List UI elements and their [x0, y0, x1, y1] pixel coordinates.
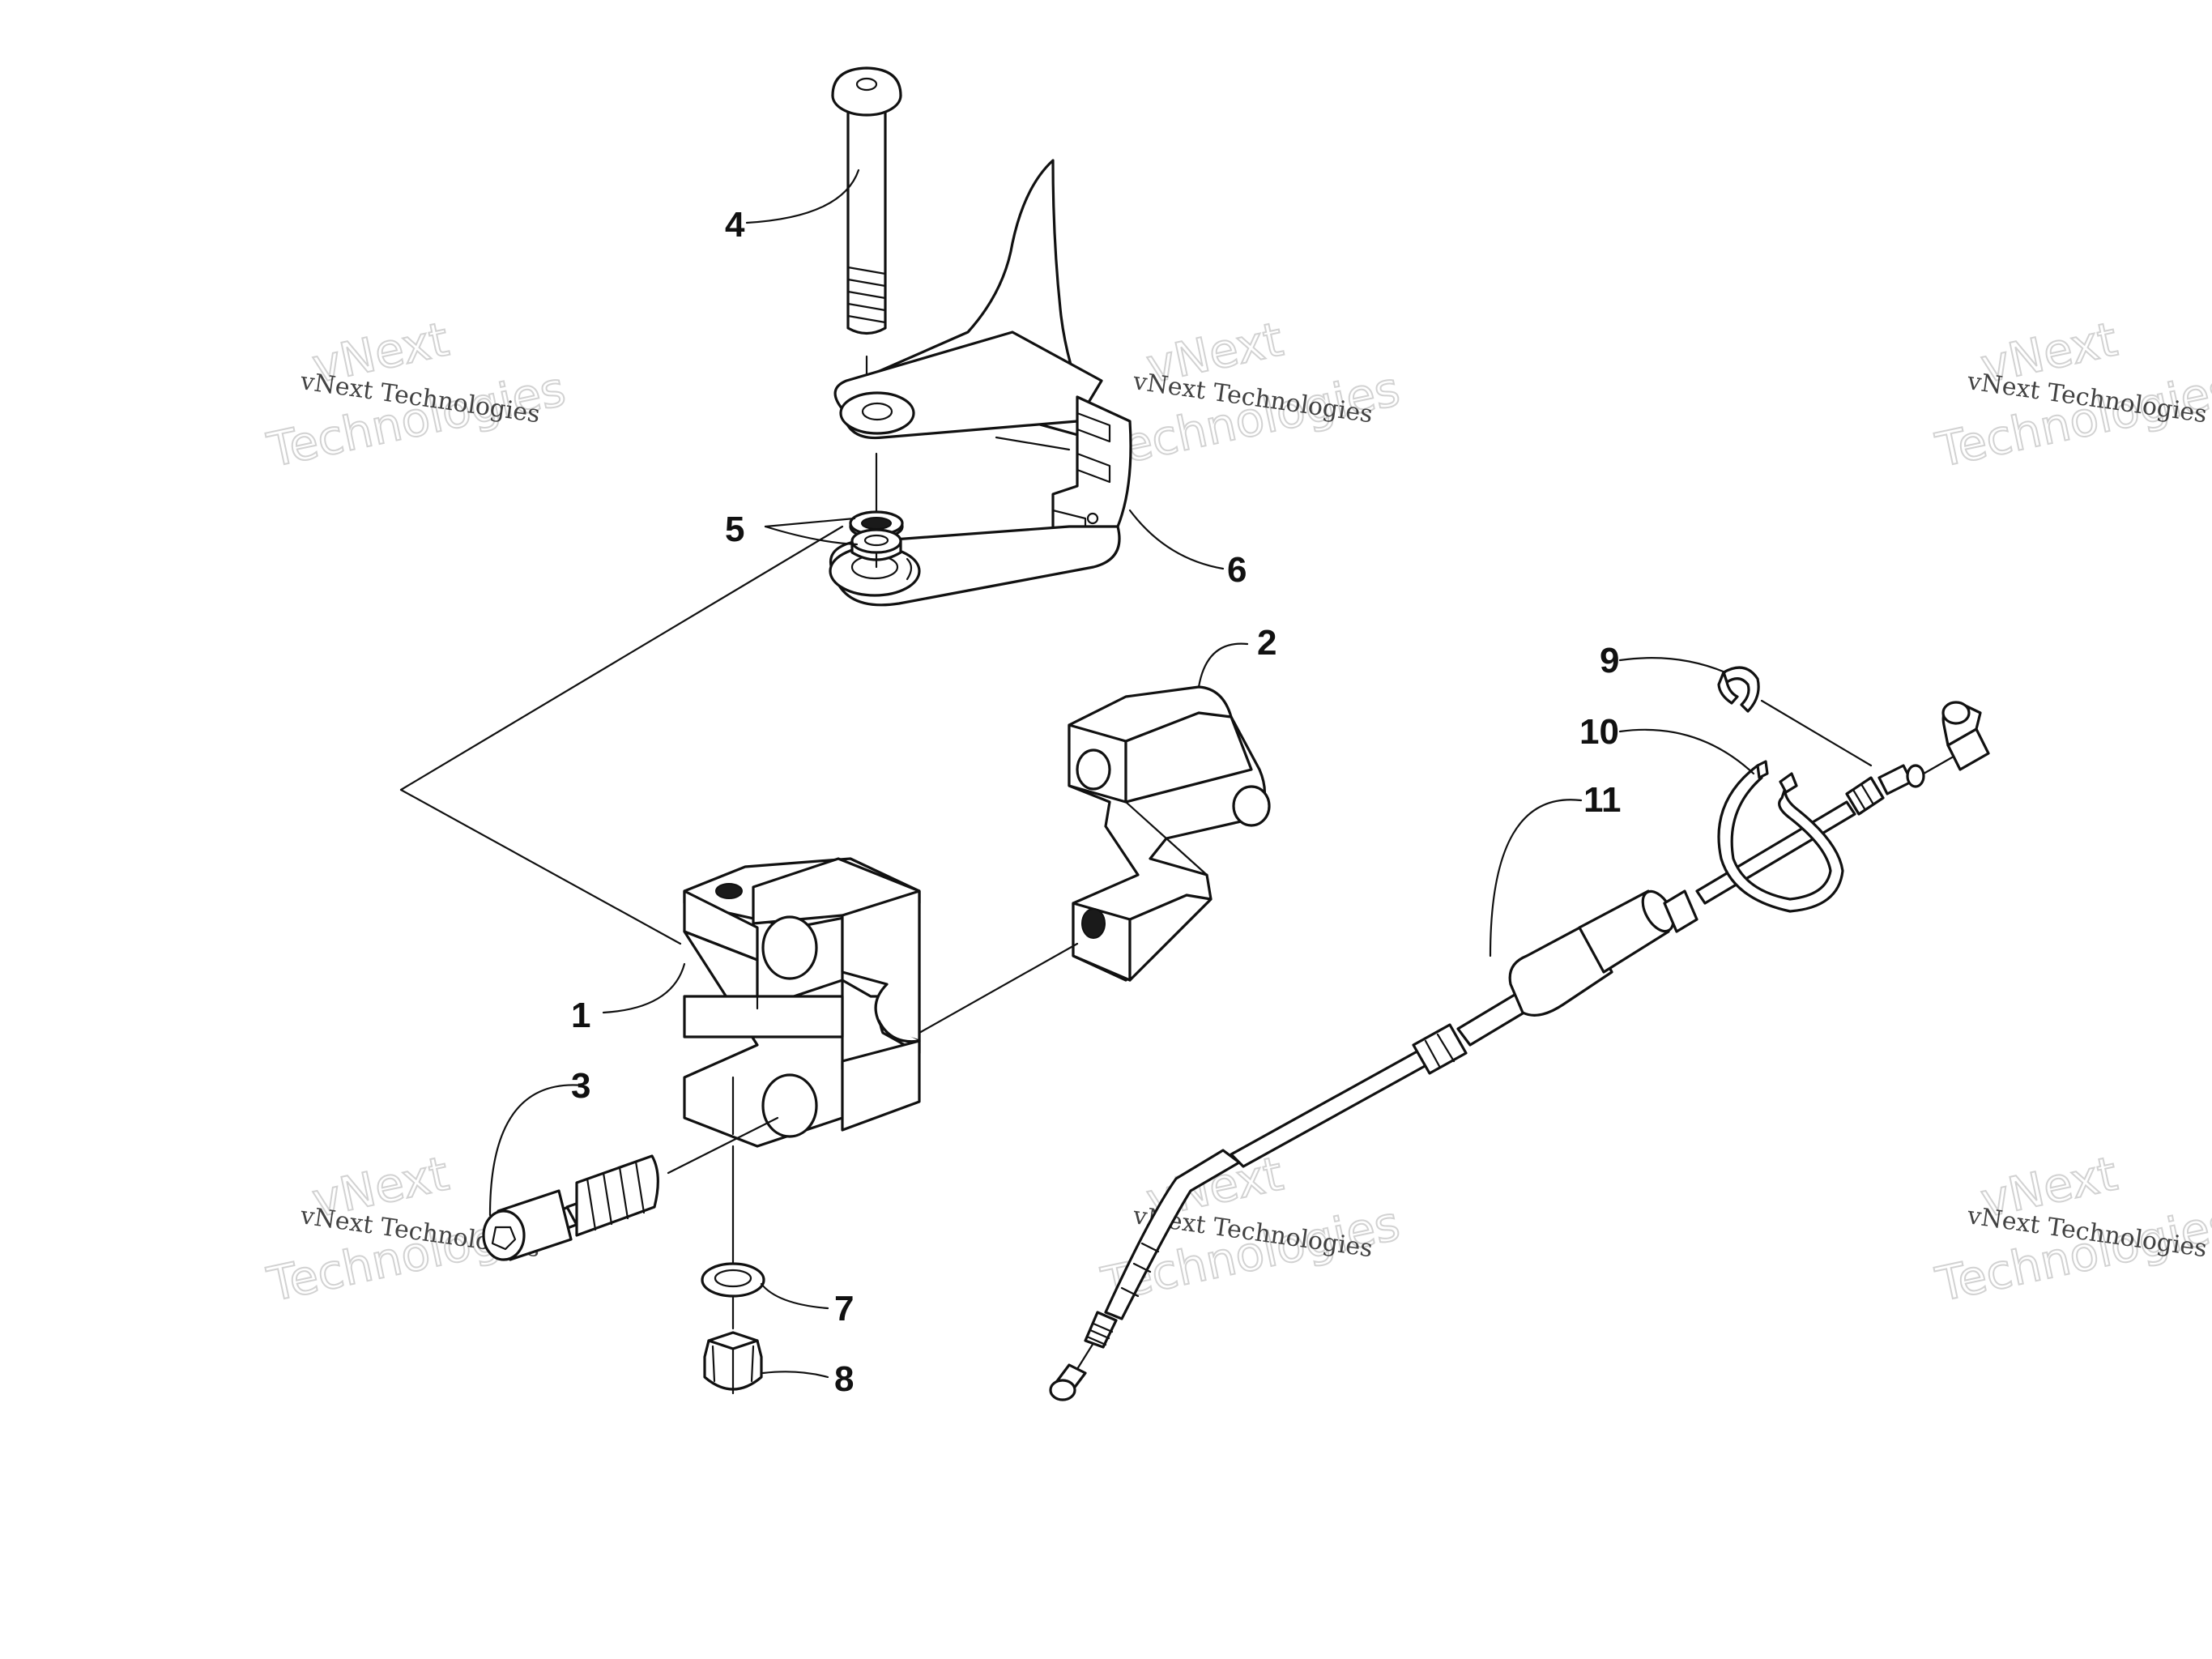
assembly-lines [399, 525, 1079, 1034]
callout-10: 10 [1579, 712, 1619, 752]
part-10-cable-tie [1717, 760, 1844, 913]
part-7-washer [701, 1145, 765, 1298]
part-6-lever-bracket [829, 159, 1132, 607]
callouts: 4 5 6 2 9 10 11 1 3 7 8 [571, 205, 1622, 1399]
callout-11: 11 [1583, 780, 1622, 820]
leader-lines [488, 168, 1755, 1379]
part-2-clamp-half [1068, 685, 1271, 982]
callout-8: 8 [834, 1359, 854, 1399]
part-8-nut [703, 1296, 763, 1395]
callout-6: 6 [1227, 550, 1247, 590]
part-1-block [683, 857, 921, 1148]
part-5-bushings [849, 452, 904, 569]
callout-9: 9 [1600, 641, 1619, 680]
part-3-cap-screw [482, 1116, 779, 1261]
callout-3: 3 [571, 1066, 590, 1106]
callout-5: 5 [725, 510, 744, 549]
callout-2: 2 [1257, 623, 1276, 663]
callout-1: 1 [571, 996, 590, 1035]
part-4-long-bolt [831, 66, 902, 407]
callout-7: 7 [834, 1289, 854, 1328]
callout-4: 4 [725, 205, 745, 245]
part-9-e-clip [1717, 666, 1873, 767]
